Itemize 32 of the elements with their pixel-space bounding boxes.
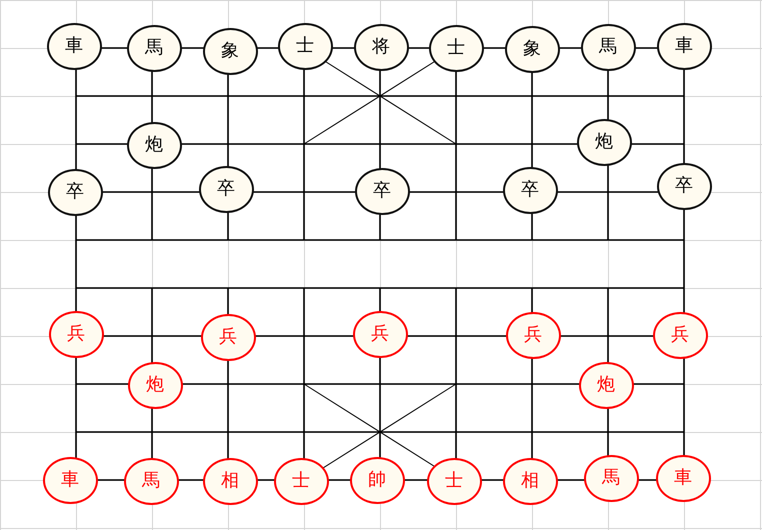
- chess-piece: 相: [502, 458, 558, 504]
- chess-piece: 車: [656, 22, 712, 70]
- chess-piece: 馬: [124, 458, 178, 504]
- chess-piece: 士: [278, 22, 332, 70]
- chess-piece: 士: [426, 458, 482, 504]
- chess-piece: 卒: [502, 166, 558, 214]
- chess-piece: 兵: [506, 312, 560, 358]
- chess-piece: 車: [42, 456, 98, 504]
- chess-piece: 象: [202, 28, 258, 74]
- chess-piece: 卒: [48, 168, 102, 216]
- chess-piece: 炮: [576, 118, 632, 166]
- chess-piece: 炮: [578, 362, 634, 408]
- chess-piece: 馬: [126, 24, 182, 72]
- chess-piece: 卒: [198, 166, 254, 212]
- chess-piece: 炮: [128, 362, 182, 408]
- chess-piece: 炮: [126, 122, 182, 168]
- chess-piece: 馬: [580, 24, 636, 70]
- chess-piece: 卒: [656, 162, 712, 210]
- chess-piece: 車: [656, 454, 710, 502]
- chess-piece: 相: [202, 458, 258, 504]
- chess-piece: 帥: [350, 456, 404, 504]
- chess-piece: 象: [504, 26, 560, 72]
- chess-piece: 兵: [652, 312, 708, 358]
- chess-piece: 将: [354, 24, 408, 70]
- chess-piece: 卒: [354, 168, 410, 214]
- chess-piece: 馬: [584, 454, 638, 502]
- chess-piece: 車: [46, 22, 102, 70]
- chess-piece: 兵: [200, 314, 256, 360]
- chess-piece: 兵: [352, 310, 408, 358]
- chess-piece: 兵: [48, 310, 104, 358]
- chess-piece: 士: [274, 458, 328, 504]
- chess-piece: 士: [428, 24, 484, 72]
